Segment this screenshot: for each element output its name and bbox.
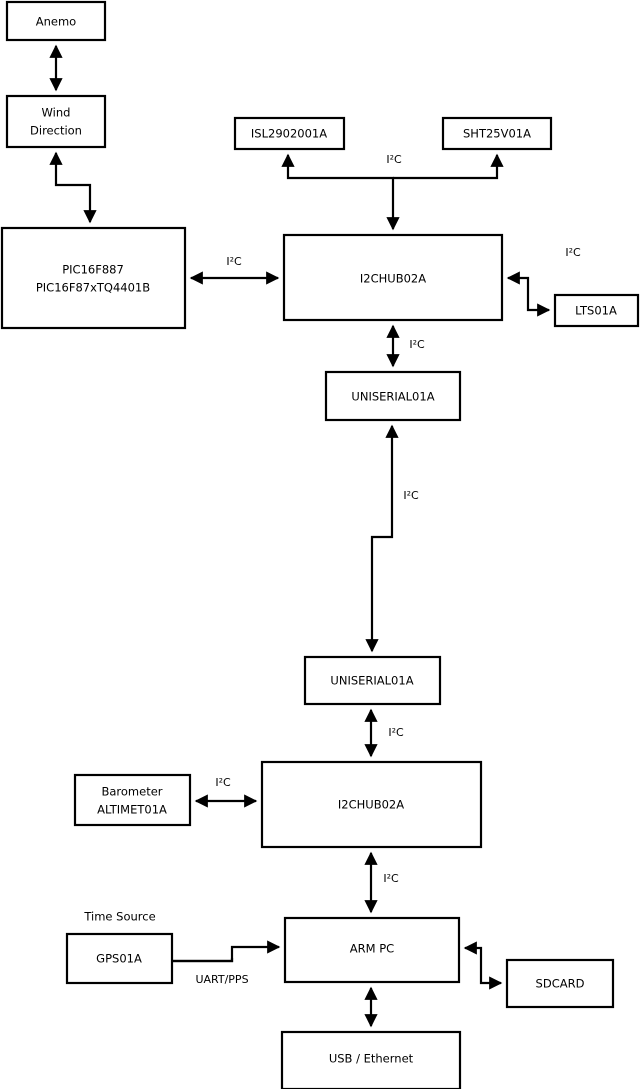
- node-wind-direction[interactable]: Wind Direction: [5, 94, 107, 149]
- node-box-i2chub02a-top[interactable]: [282, 233, 504, 322]
- node-box-i2chub02a-bottom[interactable]: [260, 760, 483, 849]
- edge-line-armpc-sdcard: [463, 941, 503, 990]
- node-box-uniserial01a-bottom[interactable]: [303, 655, 442, 706]
- node-arm-pc[interactable]: ARM PC: [283, 916, 461, 984]
- node-uniserial01a-bottom[interactable]: UNISERIAL01A: [303, 655, 442, 706]
- node-label-uniserial01a-bottom: UNISERIAL01A: [330, 674, 413, 688]
- node-gps01a[interactable]: GPS01A: [65, 932, 174, 985]
- node-box-lts01a[interactable]: [553, 293, 640, 328]
- node-label-barometer-line1: Barometer: [101, 785, 162, 799]
- node-sht25v01a[interactable]: SHT25V01A: [441, 116, 553, 151]
- edge-label-pic-hubtop: I²C: [226, 255, 242, 268]
- edge-armpc-sdcard: [463, 941, 503, 990]
- node-anemo[interactable]: Anemo: [5, 0, 107, 42]
- edge-hubtop-isl-sht: I²C: [281, 153, 504, 231]
- node-box-uniserial01a-top[interactable]: [324, 370, 462, 422]
- edge-gps-armpc: UART/PPS: [172, 940, 281, 986]
- edge-label-unitop-unibottom: I²C: [403, 489, 419, 502]
- node-label-anemo: Anemo: [36, 15, 76, 29]
- edge-label-hubtop-unitop: I²C: [409, 338, 425, 351]
- node-usb-ethernet[interactable]: USB / Ethernet: [280, 1030, 462, 1089]
- node-lts01a[interactable]: LTS01A: [553, 293, 640, 328]
- node-label-uniserial01a-top: UNISERIAL01A: [351, 390, 434, 404]
- node-label-barometer-line2: ALTIMET01A: [97, 803, 167, 817]
- node-label-wind-direction-line2: Direction: [30, 124, 82, 138]
- node-uniserial01a-top[interactable]: UNISERIAL01A: [324, 370, 462, 422]
- node-isl2902001a[interactable]: ISL2902001A: [233, 116, 346, 151]
- node-box-gps01a[interactable]: [65, 932, 174, 985]
- node-box-anemo[interactable]: [5, 0, 107, 42]
- node-label-pic-mcu-line1: PIC16F887: [62, 263, 124, 277]
- node-pic-mcu[interactable]: PIC16F887 PIC16F87xTQ4401B: [0, 226, 187, 330]
- edge-line-hubtop-isl: [281, 153, 400, 231]
- node-box-isl2902001a[interactable]: [233, 116, 346, 151]
- node-box-arm-pc[interactable]: [283, 916, 461, 984]
- edge-label-hubtop-isl-sht: I²C: [386, 153, 402, 166]
- edge-label-hubbottom-armpc: I²C: [383, 872, 399, 885]
- node-label-i2chub02a-top: I2CHUB02A: [360, 272, 426, 286]
- edge-line-unitop-unibottom: [365, 424, 399, 653]
- node-label-usb-ethernet: USB / Ethernet: [329, 1052, 414, 1066]
- node-barometer[interactable]: Barometer ALTIMET01A: [73, 773, 192, 827]
- edge-label-barometer-hubbottom: I²C: [215, 776, 231, 789]
- edge-line-hubtop-sht: [393, 153, 504, 180]
- node-i2chub02a-bottom[interactable]: I2CHUB02A: [260, 760, 483, 849]
- node-label-wind-direction-line1: Wind: [42, 106, 71, 120]
- node-label-arm-pc: ARM PC: [350, 942, 394, 956]
- label-time-source: Time Source: [83, 910, 155, 924]
- node-label-sht25v01a: SHT25V01A: [463, 127, 531, 141]
- node-label-gps01a: GPS01A: [96, 952, 142, 966]
- node-label-lts01a: LTS01A: [575, 304, 617, 318]
- node-box-pic-mcu[interactable]: [0, 226, 187, 330]
- edge-hubtop-unitop: I²C: [386, 324, 425, 368]
- edge-hubbottom-armpc: I²C: [364, 851, 399, 914]
- edge-unibottom-hubbottom: I²C: [364, 708, 404, 758]
- edge-line-gps-armpc: [172, 940, 281, 963]
- node-i2chub02a-top[interactable]: I2CHUB02A: [282, 233, 504, 322]
- edge-line-hubtop-lts: [506, 271, 551, 317]
- node-box-sht25v01a[interactable]: [441, 116, 553, 151]
- edge-unitop-unibottom: I²C: [365, 424, 419, 653]
- edge-line-wind-pic: [49, 151, 97, 224]
- node-label-isl2902001a: ISL2902001A: [251, 127, 327, 141]
- edge-wind-pic: [49, 151, 97, 224]
- node-sdcard[interactable]: SDCARD: [505, 958, 615, 1009]
- edge-label-unibottom-hubbottom: I²C: [388, 726, 404, 739]
- node-box-barometer[interactable]: [73, 773, 192, 827]
- edge-label-hubtop-lts: I²C: [565, 246, 581, 259]
- node-box-usb-ethernet[interactable]: [280, 1030, 462, 1089]
- node-box-sdcard[interactable]: [505, 958, 615, 1009]
- node-label-i2chub02a-bottom: I2CHUB02A: [338, 798, 404, 812]
- edge-barometer-hubbottom: I²C: [194, 776, 258, 808]
- edge-pic-hubtop: I²C: [189, 255, 280, 285]
- node-label-pic-mcu-line2: PIC16F87xTQ4401B: [36, 281, 150, 295]
- node-box-wind-direction[interactable]: [5, 94, 107, 149]
- node-label-sdcard: SDCARD: [536, 977, 585, 991]
- edge-hubtop-lts: I²C: [506, 246, 581, 317]
- edge-label-gps-armpc: UART/PPS: [195, 973, 248, 986]
